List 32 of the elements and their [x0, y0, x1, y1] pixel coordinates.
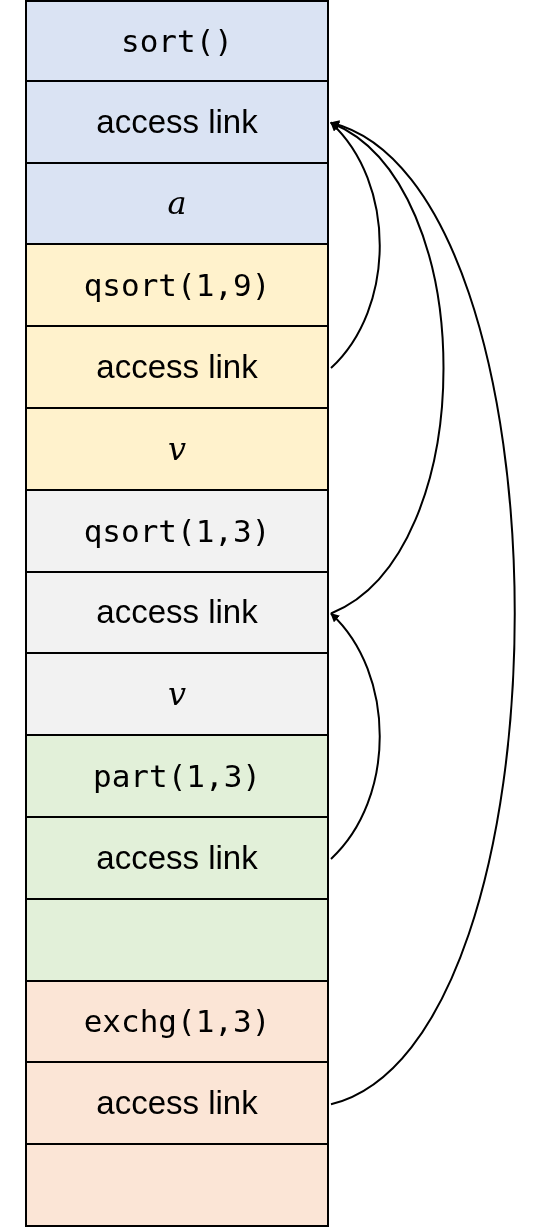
row-label: v — [167, 675, 187, 714]
row-label: part(1,3) — [93, 758, 261, 795]
stack-frame-row — [25, 736, 329, 818]
access-link-arrow — [330, 121, 381, 370]
stack-frame-row — [25, 981, 329, 1064]
stack-frame-row — [25, 654, 329, 737]
stack-frame-row — [25, 327, 329, 409]
empty-frame-row — [25, 1145, 329, 1227]
row-label: access link — [96, 593, 258, 632]
row-label: access link — [96, 348, 258, 387]
stack-frame-row — [25, 245, 329, 328]
stack-frame-row — [25, 818, 329, 900]
stack-frame-row — [25, 572, 329, 655]
row-label: v — [167, 429, 187, 468]
stack-frame-row — [25, 409, 329, 491]
access-link-arrow — [330, 121, 445, 615]
stack-frame-row — [25, 0, 329, 82]
row-label: access link — [96, 102, 258, 141]
access-link-arrow — [330, 121, 516, 1106]
empty-frame-row — [25, 899, 329, 982]
row-label: access link — [96, 1084, 258, 1123]
stack-frame-row — [25, 490, 329, 573]
stack-frame-row — [25, 163, 329, 246]
row-label: sort() — [121, 22, 233, 59]
access-link-arrow — [330, 612, 381, 860]
stack-frame-row — [25, 1063, 329, 1146]
stack-frame-row — [25, 81, 329, 164]
row-label: qsort(1,9) — [83, 267, 271, 304]
row-label: qsort(1,3) — [83, 512, 271, 549]
row-label: access link — [96, 838, 258, 877]
row-label: exchg(1,3) — [83, 1003, 271, 1040]
row-label: a — [167, 184, 187, 223]
